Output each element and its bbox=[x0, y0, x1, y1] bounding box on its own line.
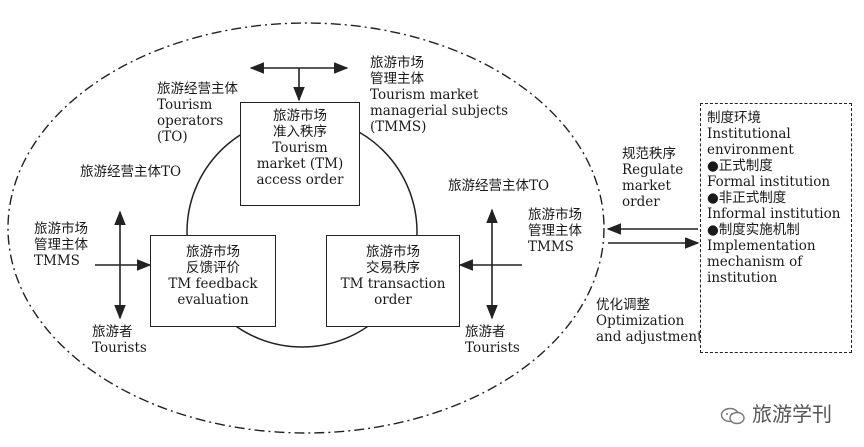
regulate-line-2: Regulate bbox=[622, 162, 684, 178]
inst-line-5: Formal institution bbox=[707, 174, 831, 190]
feedback-line-1: 旅游市场 bbox=[186, 244, 240, 260]
right-tmms-line-1: 旅游市场 bbox=[528, 207, 582, 223]
top-right-line-5: (TMMS) bbox=[370, 119, 427, 135]
top-left-line-3: operators bbox=[157, 113, 224, 129]
left-tourists-label: 旅游者 Tourists bbox=[92, 324, 147, 356]
inst-line-3: environment bbox=[707, 142, 794, 158]
inst-line-10: mechanism of bbox=[707, 254, 803, 270]
top-left-line-2: Tourism bbox=[157, 97, 213, 113]
right-tourists-label: 旅游者 Tourists bbox=[465, 324, 520, 356]
optimize-line-3: and adjustment bbox=[596, 329, 703, 345]
watermark: 旅游学刊 bbox=[720, 398, 832, 427]
feedback-line-2: 反馈评价 bbox=[186, 260, 240, 276]
left-tourists-line-2: Tourists bbox=[92, 340, 147, 356]
institutional-environment-box: 制度环境 Institutional environment ●正式制度 For… bbox=[700, 103, 852, 353]
watermark-text: 旅游学刊 bbox=[752, 402, 832, 426]
access-order-line-2: 准入秩序 bbox=[273, 124, 327, 140]
wechat-icon bbox=[720, 407, 745, 424]
left-tmms-line-2: 管理主体 bbox=[34, 237, 88, 253]
feedback-line-3: TM feedback bbox=[168, 276, 258, 292]
transaction-line-1: 旅游市场 bbox=[366, 244, 420, 260]
outer-ellipse bbox=[7, 22, 605, 434]
inst-line-11: institution bbox=[707, 270, 778, 286]
access-order-line-4: market (TM) bbox=[256, 156, 344, 172]
top-left-label: 旅游经营主体 Tourism operators (TO) bbox=[157, 81, 238, 145]
inst-line-6: ●非正式制度 bbox=[707, 190, 787, 206]
regulate-line-4: order bbox=[622, 194, 660, 210]
inst-line-2: Institutional bbox=[707, 126, 791, 142]
feedback-evaluation-box: 旅游市场 反馈评价 TM feedback evaluation bbox=[150, 235, 276, 327]
inst-line-7: Informal institution bbox=[707, 206, 841, 222]
inst-line-4: ●正式制度 bbox=[707, 158, 773, 174]
mid-right-label: 旅游经营主体TO bbox=[448, 178, 550, 194]
left-tmms-line-1: 旅游市场 bbox=[34, 221, 88, 237]
top-right-line-3: Tourism market bbox=[370, 87, 479, 103]
inst-line-1: 制度环境 bbox=[707, 110, 761, 126]
right-tourists-line-1: 旅游者 bbox=[465, 324, 506, 340]
regulate-label: 规范秩序 Regulate market order bbox=[622, 146, 683, 210]
feedback-line-4: evaluation bbox=[177, 292, 249, 308]
top-right-line-4: managerial subjects bbox=[370, 103, 509, 119]
optimize-line-2: Optimization bbox=[596, 313, 685, 329]
regulate-line-3: market bbox=[622, 178, 671, 194]
top-right-line-2: 管理主体 bbox=[370, 71, 424, 87]
transaction-line-4: order bbox=[374, 292, 412, 308]
inst-line-8: ●制度实施机制 bbox=[707, 222, 800, 238]
transaction-order-box: 旅游市场 交易秩序 TM transaction order bbox=[326, 235, 460, 327]
right-tourists-line-2: Tourists bbox=[465, 340, 520, 356]
top-left-line-4: (TO) bbox=[157, 129, 188, 145]
access-order-line-5: access order bbox=[256, 172, 344, 188]
access-order-line-1: 旅游市场 bbox=[273, 108, 327, 124]
right-tmms-line-2: 管理主体 bbox=[528, 223, 582, 239]
mid-left-label: 旅游经营主体TO bbox=[80, 164, 182, 180]
regulate-line-1: 规范秩序 bbox=[622, 146, 676, 162]
right-tmms-line-3: TMMS bbox=[528, 239, 574, 255]
right-tmms-label: 旅游市场 管理主体 TMMS bbox=[528, 207, 582, 255]
top-left-line-1: 旅游经营主体 bbox=[157, 81, 238, 97]
optimize-line-1: 优化调整 bbox=[596, 297, 650, 313]
optimize-label: 优化调整 Optimization and adjustment bbox=[596, 297, 703, 345]
left-tourists-line-1: 旅游者 bbox=[92, 324, 133, 340]
transaction-line-3: TM transaction bbox=[340, 276, 446, 292]
left-tmms-line-3: TMMS bbox=[34, 253, 80, 269]
left-tmms-label: 旅游市场 管理主体 TMMS bbox=[34, 221, 88, 269]
top-right-line-1: 旅游市场 bbox=[370, 55, 424, 71]
access-order-box: 旅游市场 准入秩序 Tourism market (TM) access ord… bbox=[240, 102, 360, 206]
top-right-label: 旅游市场 管理主体 Tourism market managerial subj… bbox=[370, 55, 508, 135]
transaction-line-2: 交易秩序 bbox=[366, 260, 420, 276]
inst-line-9: Implementation bbox=[707, 238, 816, 254]
access-order-line-3: Tourism bbox=[272, 140, 328, 156]
